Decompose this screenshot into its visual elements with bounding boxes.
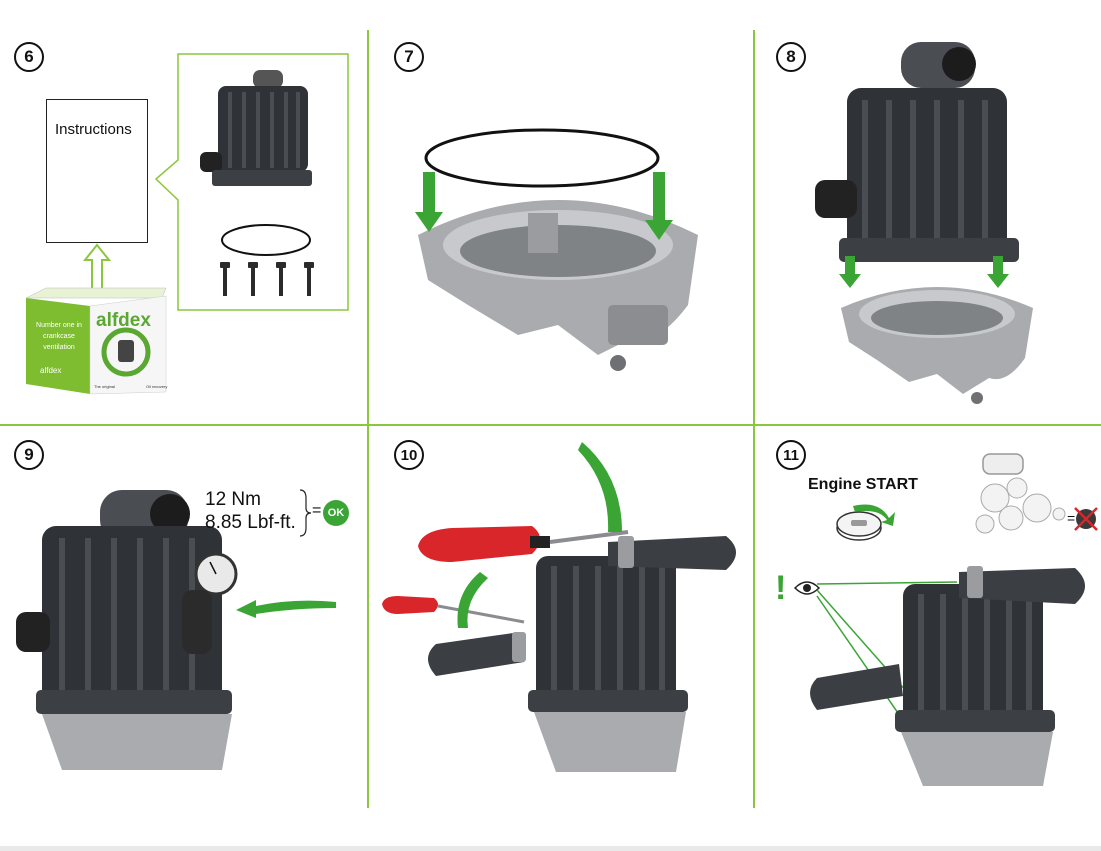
torque-equals-label: = bbox=[312, 502, 322, 519]
torque-nm-label: 12 Nm bbox=[205, 489, 261, 510]
step-8-panel: 8 bbox=[755, 0, 1101, 424]
down-arrow-left-icon bbox=[415, 172, 443, 232]
torque-lbf-label: 8.85 Lbf-ft. bbox=[205, 512, 296, 533]
step-11-panel: 11 Engine START = ! bbox=[755, 426, 1101, 806]
warning-mark: ! bbox=[775, 569, 787, 607]
divider-v2 bbox=[753, 30, 755, 808]
step-6-panel: 6 Instructions alfdex Number one in cran… bbox=[0, 0, 367, 424]
step-number-9: 9 bbox=[14, 440, 44, 470]
box-small-brand-label: alfdex bbox=[40, 366, 62, 375]
down-arrow-right-icon bbox=[645, 172, 673, 240]
no-oil-icon bbox=[1074, 507, 1098, 531]
ok-badge-label: OK bbox=[327, 507, 345, 519]
large-screwdriver-icon bbox=[418, 526, 629, 562]
small-screwdriver-icon bbox=[382, 596, 525, 624]
alfdex-unit-image bbox=[16, 490, 232, 770]
alfdex-unit-image bbox=[528, 556, 688, 772]
instructions-label: Instructions bbox=[55, 121, 132, 138]
ok-badge: OK bbox=[323, 500, 349, 526]
housing-base-image bbox=[418, 200, 698, 371]
upper-hose-image bbox=[959, 566, 1085, 604]
up-arrow-icon bbox=[82, 243, 112, 290]
torque-gauge-icon bbox=[182, 552, 238, 654]
box-tagline-label: Number one in crankcase ventilation bbox=[36, 322, 82, 351]
down-arrow-right-icon bbox=[987, 256, 1009, 288]
lower-hose-image bbox=[810, 664, 903, 710]
o-ring-image bbox=[221, 224, 311, 256]
oil-mist-equals-label: = bbox=[1067, 510, 1076, 526]
bottom-strip bbox=[0, 846, 1101, 851]
oil-mist-icon bbox=[975, 453, 1066, 534]
step-7-panel: 7 bbox=[368, 0, 753, 424]
step-number-7: 7 bbox=[394, 42, 424, 72]
box-footer-right-label: Oil recovery bbox=[146, 384, 168, 389]
box-footer-left-label: The original bbox=[94, 384, 115, 389]
eye-icon bbox=[793, 581, 821, 595]
divider-h bbox=[0, 424, 1101, 426]
box-brand-label: alfdex bbox=[96, 310, 151, 331]
brace-icon bbox=[299, 489, 312, 537]
down-arrow-left-icon bbox=[839, 256, 861, 288]
alfdex-unit-image bbox=[895, 584, 1055, 786]
alfdex-product-box bbox=[25, 287, 167, 395]
step-10-panel: 10 bbox=[368, 426, 753, 806]
step-number-10: 10 bbox=[394, 440, 424, 470]
insert-arrow-icon bbox=[236, 600, 336, 618]
alfdex-unit-image bbox=[815, 42, 1019, 262]
divider-v1 bbox=[367, 30, 369, 808]
step-9-panel: 9 12 Nm 8.85 Lbf-ft. bbox=[0, 426, 367, 806]
rotate-arrow-upper-icon bbox=[578, 442, 622, 532]
rotate-arrow-lower-icon bbox=[457, 572, 488, 628]
upper-hose-image bbox=[608, 536, 736, 570]
step-number-6: 6 bbox=[14, 42, 44, 72]
alfdex-unit-image bbox=[200, 70, 312, 186]
o-ring-large-image bbox=[424, 128, 660, 188]
engine-start-label: Engine START bbox=[808, 476, 918, 493]
step-number-11: 11 bbox=[776, 440, 806, 470]
step-number-8: 8 bbox=[776, 42, 806, 72]
instructions-sheet: Instructions bbox=[46, 99, 148, 243]
housing-base-image bbox=[841, 287, 1033, 404]
bolts-image bbox=[220, 262, 314, 296]
lower-hose-image bbox=[428, 632, 526, 676]
ignition-key-icon bbox=[836, 504, 895, 541]
